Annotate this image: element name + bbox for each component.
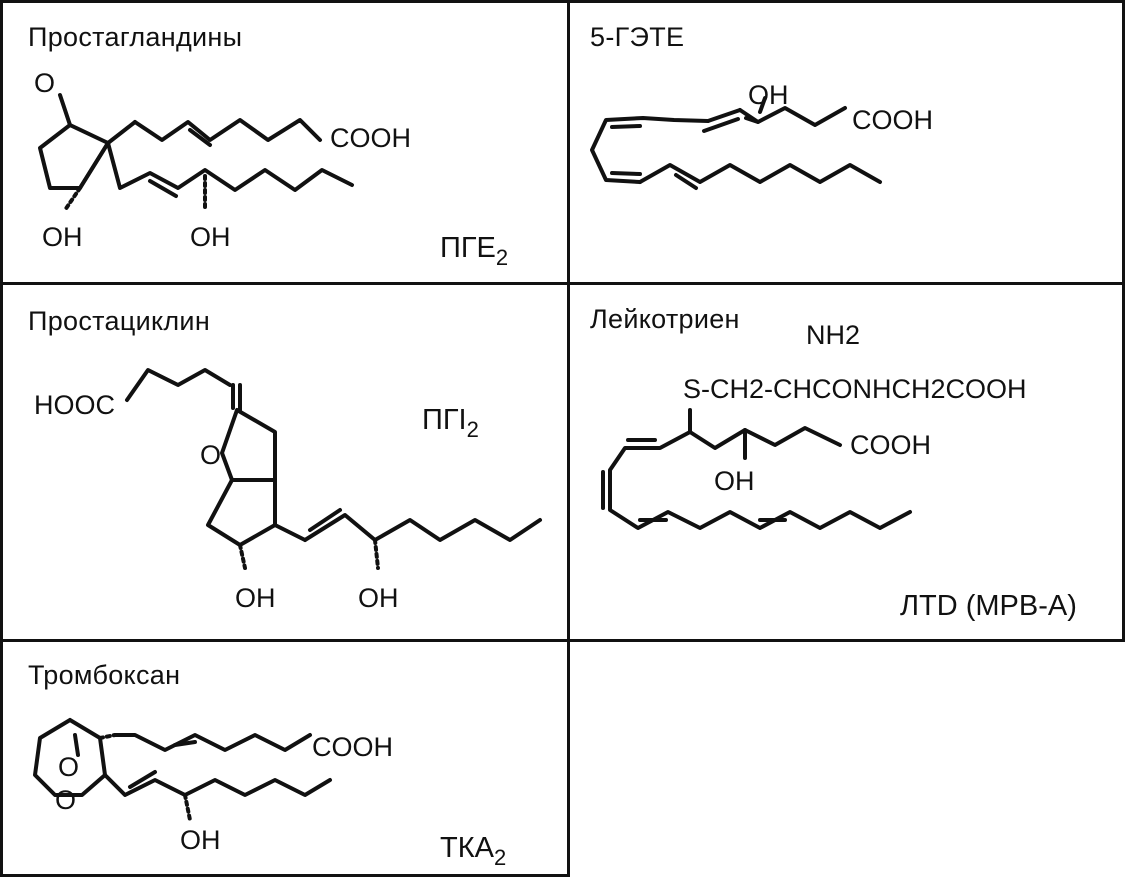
panel-thromboxane	[0, 639, 570, 877]
title-prostacyclin: Простациклин	[28, 306, 211, 336]
hete-structure	[590, 96, 882, 190]
pgi2-code: ПГI2	[422, 404, 479, 442]
title-thromboxane: Тромбоксан	[28, 660, 181, 690]
txa2-oh-label: OH	[180, 825, 221, 855]
ltd-nh2-label: NH2	[806, 320, 861, 350]
panel-5-hete	[567, 0, 1125, 285]
pge2-structure	[38, 93, 354, 212]
pgi2-chain-oh-label: OH	[358, 583, 399, 613]
ltd-cooh-label: COOH	[850, 430, 931, 460]
panel-leukotriene	[567, 282, 1125, 642]
hete-cooh-label: COOH	[852, 105, 933, 135]
pgi2-ring-oh-label: OH	[235, 583, 276, 613]
keto-oxygen-label: O	[34, 68, 56, 98]
txa2-code: ТКА2	[440, 832, 507, 870]
txa2-cooh-label: COOH	[312, 732, 393, 762]
ltd-side-chain-label: S-CH2-CHCONHCH2COOH	[683, 374, 1027, 404]
pgi2-hooc-label: HOOC	[34, 390, 115, 420]
ltd-oh-label: OH	[714, 466, 755, 496]
ltd-code: ЛТD (MPB-A)	[900, 590, 1077, 622]
title-leukotriene: Лейкотриен	[590, 304, 740, 334]
title-5-hete: 5-ГЭТЕ	[590, 22, 685, 52]
txa2-ring-oxygen-top: O	[58, 752, 80, 782]
panel-prostaglandins	[0, 0, 570, 285]
txa2-structure	[33, 718, 332, 822]
pge2-code: ПГЕ2	[440, 232, 509, 270]
txa2-ring-oxygen-bottom: O	[55, 785, 77, 815]
pgi2-structure	[125, 368, 542, 570]
ltd-structure	[601, 408, 912, 530]
title-prostaglandins: Простагландины	[28, 22, 243, 52]
pge2-chain-oh-label: OH	[190, 222, 231, 252]
pge2-ring-oh-label: OH	[42, 222, 83, 252]
pgi2-ring-oxygen-label: O	[200, 440, 222, 470]
pge2-cooh-label: COOH	[330, 123, 411, 153]
hete-oh-label: OH	[748, 80, 789, 110]
